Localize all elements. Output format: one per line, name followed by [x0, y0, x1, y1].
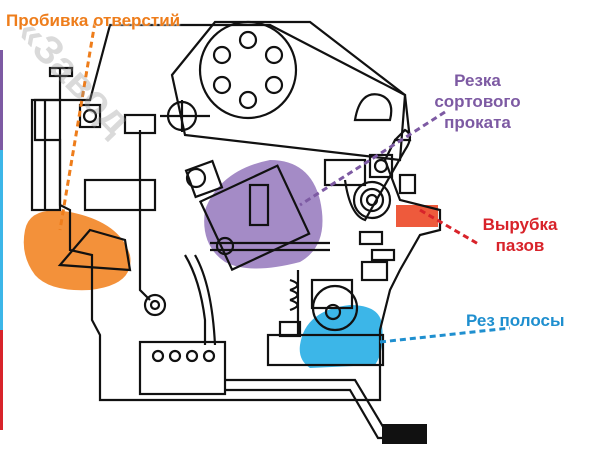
notching-highlight: [396, 205, 438, 227]
label-line: Резка: [454, 71, 501, 90]
strip-cutting-highlight: [299, 305, 383, 368]
label-line: сортового: [434, 92, 521, 111]
strip-cutting-leader: [379, 326, 511, 344]
notching-leader: [419, 208, 481, 247]
punching-leader: [58, 21, 97, 231]
label-strip-cutting: Рез полосы: [466, 310, 564, 331]
edge-bar-purple: [0, 50, 3, 150]
label-line: проката: [444, 113, 511, 132]
label-notching: Вырубка пазов: [465, 214, 575, 256]
machine-outline: [30, 20, 442, 440]
punching-highlight: [23, 210, 131, 291]
label-strip-cutting-text: Рез полосы: [466, 311, 565, 330]
section-cutting-leader: [299, 110, 446, 207]
edge-bar-red: [0, 330, 3, 430]
label-punching: Пробивка отверстий: [6, 10, 180, 31]
edge-bar-blue: [0, 150, 3, 330]
foot-pedal: [382, 424, 427, 444]
label-line: пазов: [495, 236, 545, 255]
label-line: Вырубка: [482, 215, 558, 234]
label-punching-text: Пробивка отверстий: [6, 11, 181, 30]
label-section-cutting: Резка сортового проката: [415, 70, 540, 133]
